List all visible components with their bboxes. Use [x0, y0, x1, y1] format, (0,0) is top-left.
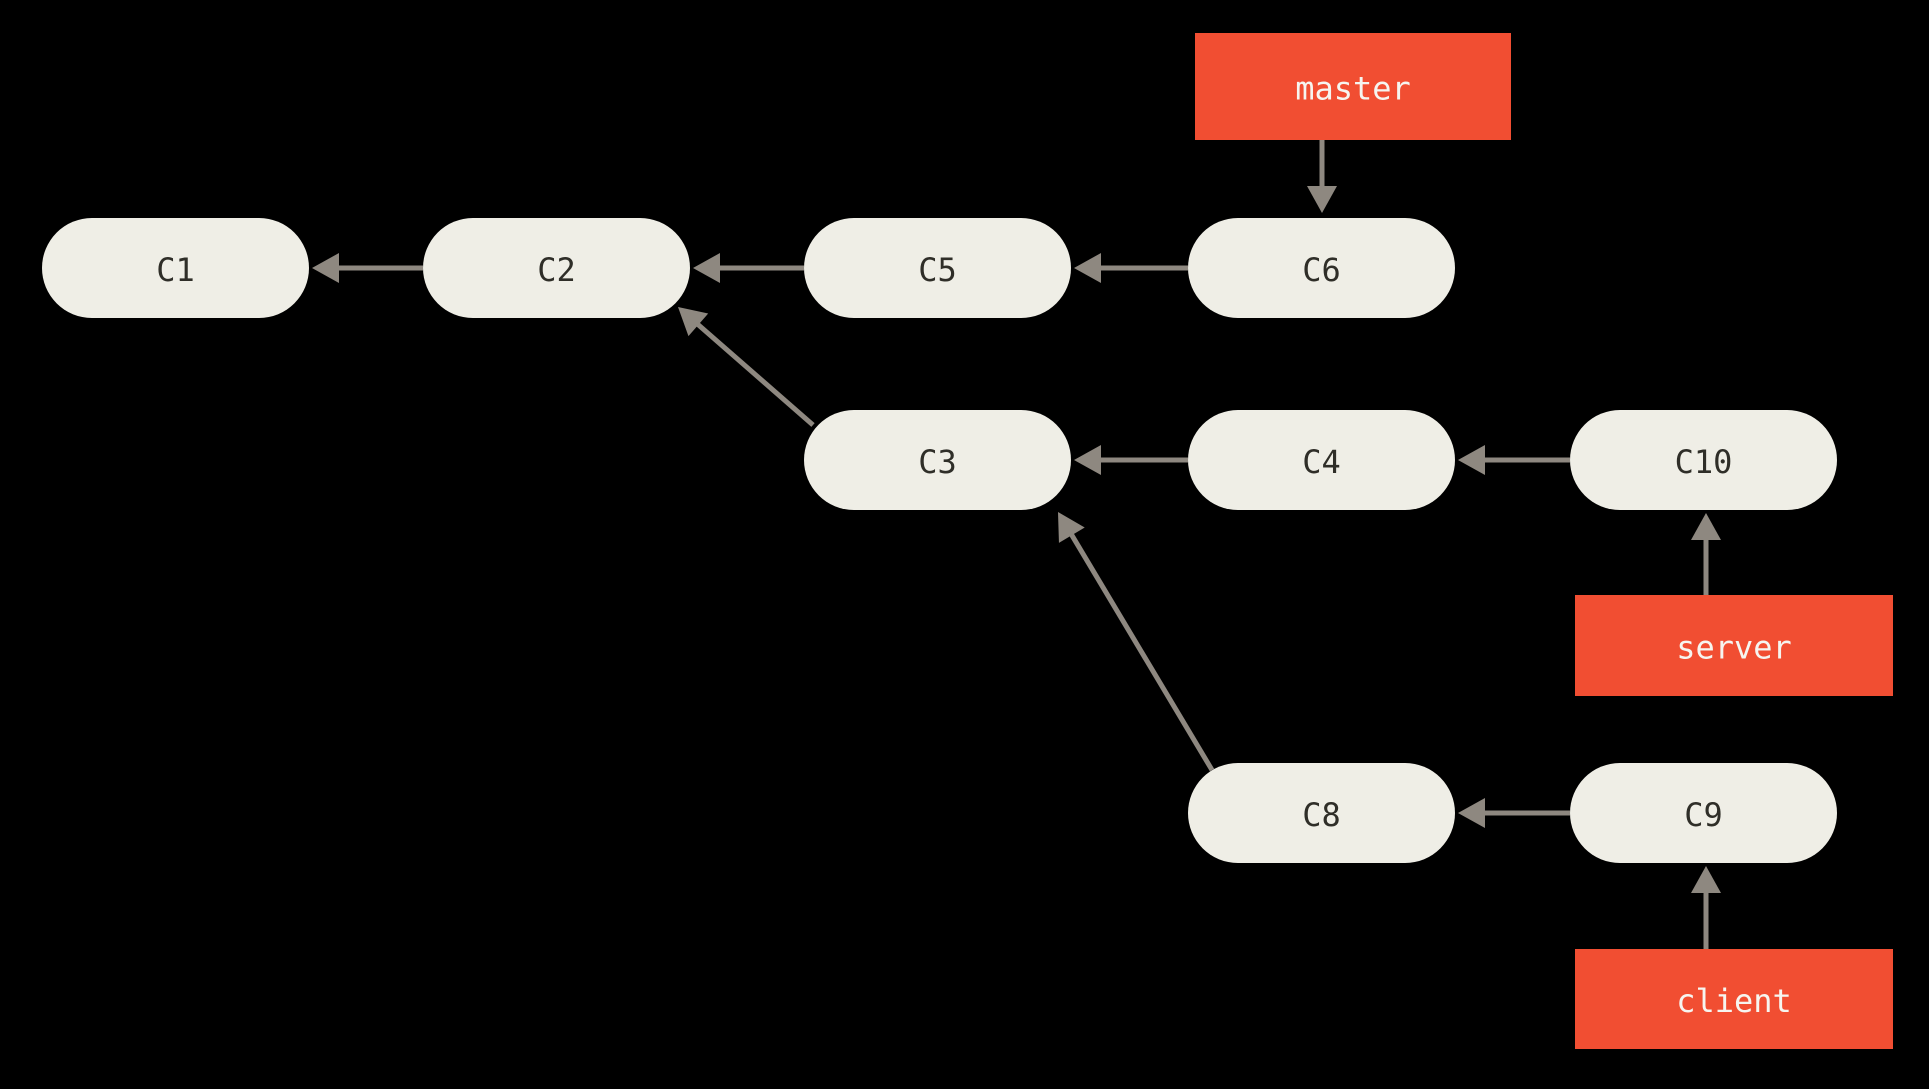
commit-pill-C5: [804, 218, 1071, 318]
commit-pill-C9: [1570, 763, 1837, 863]
branch-ref-server: server: [1575, 595, 1893, 696]
commit-label-C1: C1: [156, 251, 195, 289]
commit-node-C1: C1: [42, 218, 309, 318]
commit-pill-C8: [1188, 763, 1455, 863]
commit-pill-C1: [42, 218, 309, 318]
arrowhead-icon: [1458, 798, 1485, 828]
commit-node-C2: C2: [423, 218, 690, 318]
commit-node-C9: C9: [1570, 763, 1837, 863]
commit-node-C5: C5: [804, 218, 1071, 318]
arrowhead-icon: [693, 253, 720, 283]
commit-label-C8: C8: [1302, 796, 1341, 834]
edge-C10-to-C4: [1458, 445, 1570, 475]
arrowhead-icon: [1458, 445, 1485, 475]
commit-label-C6: C6: [1302, 251, 1341, 289]
branch-box-master: [1195, 33, 1511, 140]
edge-server-to-C10: [1691, 513, 1721, 595]
branch-box-client: [1575, 949, 1893, 1049]
edge-client-to-C9: [1691, 866, 1721, 949]
arrowhead-icon: [1058, 512, 1085, 543]
edge-line-C8-to-C3: [1068, 532, 1215, 772]
arrowhead-icon: [312, 253, 339, 283]
commit-label-C3: C3: [918, 443, 957, 481]
commit-node-C4: C4: [1188, 410, 1455, 510]
arrowhead-icon: [1691, 866, 1721, 893]
commit-pill-C6: [1188, 218, 1455, 318]
commit-label-C10: C10: [1675, 443, 1733, 481]
edge-C4-to-C3: [1074, 445, 1188, 475]
commit-label-C4: C4: [1302, 443, 1341, 481]
commit-node-C8: C8: [1188, 763, 1455, 863]
branch-ref-client: client: [1575, 949, 1893, 1049]
commit-label-C9: C9: [1684, 796, 1723, 834]
branch-label-master: master: [1295, 70, 1411, 108]
commit-pill-C3: [804, 410, 1071, 510]
edge-C9-to-C8: [1458, 798, 1570, 828]
branch-ref-master: master: [1195, 33, 1511, 140]
branch-box-server: [1575, 595, 1893, 696]
branch-label-client: client: [1676, 982, 1792, 1020]
commit-label-C5: C5: [918, 251, 957, 289]
commit-label-C2: C2: [537, 251, 576, 289]
edge-C5-to-C2: [693, 253, 804, 283]
arrowhead-icon: [1074, 253, 1101, 283]
edge-C8-to-C3: [1058, 512, 1215, 772]
commit-node-C3: C3: [804, 410, 1071, 510]
arrowhead-icon: [1691, 513, 1721, 540]
commit-node-C6: C6: [1188, 218, 1455, 318]
commit-pill-C2: [423, 218, 690, 318]
arrowhead-icon: [1307, 186, 1337, 213]
edge-C3-to-C2: [678, 307, 815, 427]
commit-pill-C10: [1570, 410, 1837, 510]
edge-C6-to-C5: [1074, 253, 1188, 283]
arrowhead-icon: [678, 307, 709, 337]
commit-node-C10: C10: [1570, 410, 1837, 510]
commit-pill-C4: [1188, 410, 1455, 510]
edge-line-C3-to-C2: [695, 321, 815, 427]
branch-label-server: server: [1676, 629, 1792, 667]
arrowhead-icon: [1074, 445, 1101, 475]
edge-C2-to-C1: [312, 253, 423, 283]
edge-master-to-C6: [1307, 140, 1337, 213]
